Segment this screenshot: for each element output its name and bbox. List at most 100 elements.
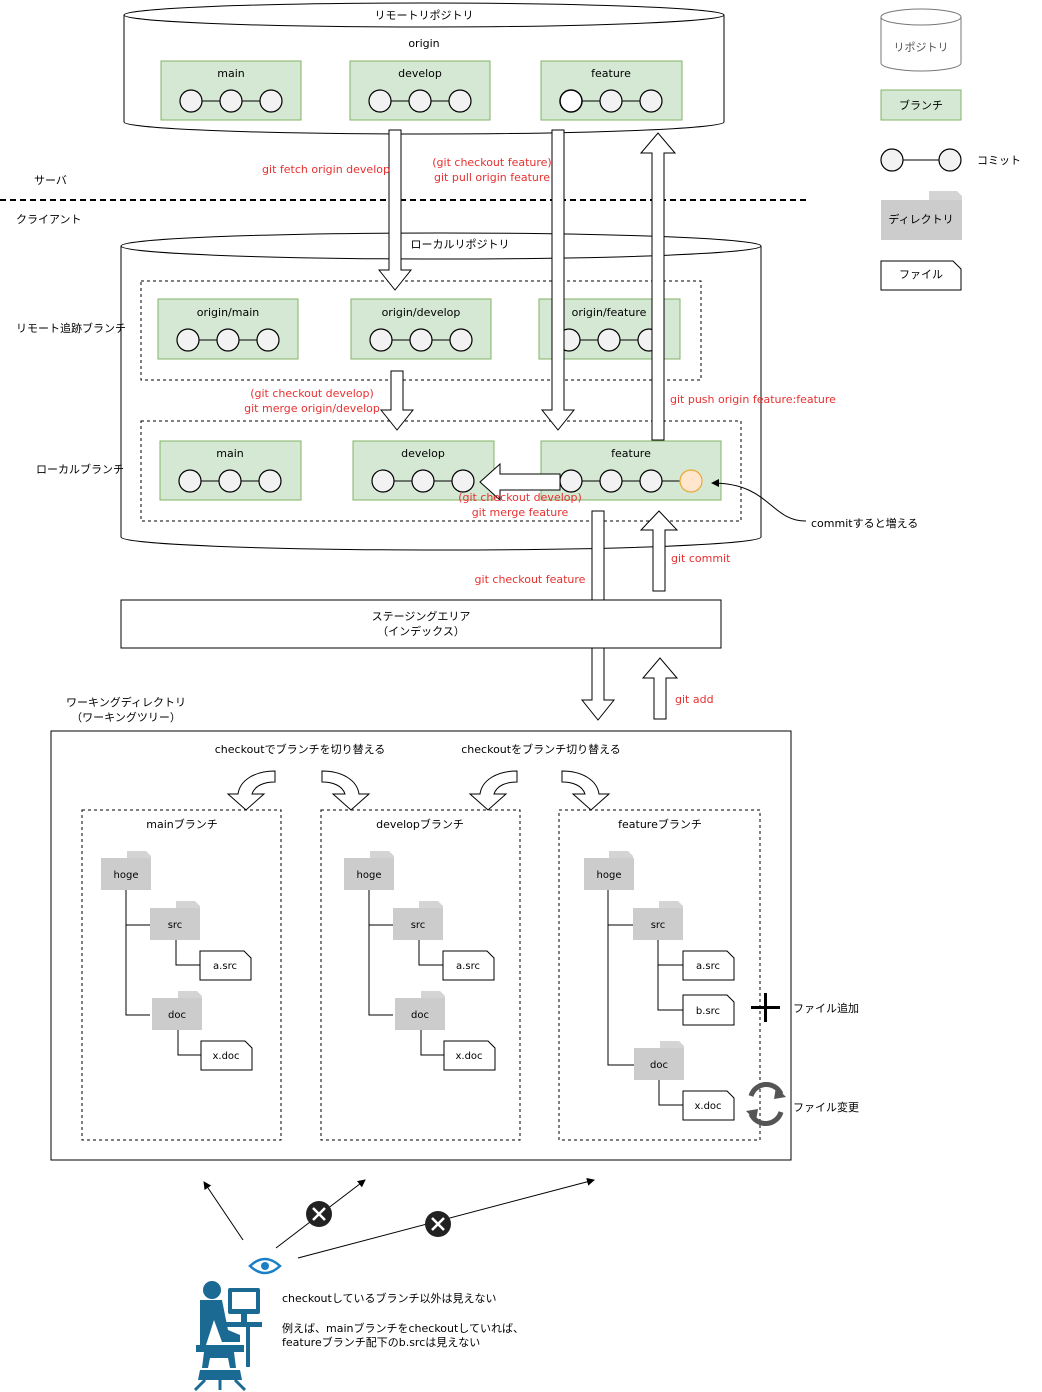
file-name: x.doc — [694, 1101, 721, 1112]
fetch-command: git fetch origin develop — [262, 163, 390, 176]
file-name: x.doc — [212, 1051, 239, 1062]
commit-node — [599, 469, 623, 493]
panel-develop: developブランチ hoge src a.src doc x.doc — [320, 809, 521, 1141]
file-name: a.src — [696, 961, 720, 972]
file-name: a.src — [213, 961, 237, 972]
panel-title: featureブランチ — [618, 817, 702, 831]
push-command: git push origin feature:feature — [670, 393, 836, 406]
folder-name: src — [168, 920, 183, 931]
file-icon — [682, 950, 735, 981]
staging-title: ステージングエリア — [372, 609, 471, 623]
commit-node — [256, 328, 280, 352]
switch-note-1: checkoutでブランチを切り替える — [215, 742, 386, 756]
legend-repository: リポジトリ — [880, 8, 962, 72]
file-name: x.doc — [455, 1051, 482, 1062]
add-command: git add — [675, 693, 714, 706]
folder-icon — [152, 998, 202, 1030]
commit-node — [178, 469, 202, 493]
client-label: クライアント — [16, 213, 82, 226]
legend-file: ファイル — [880, 260, 962, 291]
folder-name: doc — [411, 1010, 429, 1021]
legend-branch-label: ブランチ — [899, 98, 943, 112]
commit-note-connector — [711, 479, 807, 522]
merge-origin-develop-command: git merge origin/develop — [244, 402, 380, 415]
local-branch-develop: develop — [352, 440, 495, 501]
cross-icon — [425, 1211, 451, 1237]
commit-node — [451, 469, 475, 493]
file-icon — [442, 950, 495, 981]
file-icon — [443, 1040, 496, 1071]
commit-node — [639, 89, 663, 113]
staging-area — [120, 599, 722, 649]
switch-arrow-left-1 — [226, 770, 276, 811]
file-name: a.src — [456, 961, 480, 972]
file-icon — [880, 260, 962, 291]
commit-node — [408, 89, 432, 113]
commit-node — [639, 469, 663, 493]
branch-label: origin/develop — [382, 306, 461, 319]
commit-node — [369, 328, 393, 352]
commit-note: commitすると増える — [811, 517, 918, 530]
visible-arrow — [203, 1181, 244, 1241]
local-branch-feature: feature — [540, 440, 722, 501]
commit-node — [368, 89, 392, 113]
branch-label: origin/feature — [572, 306, 647, 319]
commit-node — [216, 328, 240, 352]
panel-title: mainブランチ — [146, 817, 217, 831]
commit-node — [448, 89, 472, 113]
server-label: サーバ — [34, 174, 67, 187]
folder-name: hoge — [357, 870, 382, 881]
user-at-computer-icon — [193, 1281, 262, 1392]
tracking-branches-container — [140, 280, 702, 381]
commit-node — [559, 469, 583, 493]
legend-directory: ディレクトリ — [881, 191, 962, 240]
file-icon — [682, 994, 735, 1026]
cross-icon — [306, 1201, 332, 1227]
staging-subtitle: （インデックス） — [377, 624, 465, 638]
commit-node — [219, 89, 243, 113]
folder-icon — [393, 908, 443, 940]
commit-node — [599, 89, 623, 113]
merge-origin-develop-arrow — [379, 370, 415, 431]
local-branches-container — [140, 420, 742, 522]
commit-arrow — [639, 510, 679, 592]
branch-label: develop — [401, 447, 445, 460]
visibility-note: checkoutしているブランチ以外は見えない — [282, 1291, 497, 1305]
switch-note-2: checkoutをブランチ切り替える — [461, 742, 621, 756]
legend-repo-label: リポジトリ — [894, 41, 949, 54]
file-name: b.src — [696, 1006, 720, 1017]
file-icon — [682, 1090, 735, 1121]
new-commit-node — [679, 469, 703, 493]
branch-label: feature — [611, 447, 651, 460]
file-changed-note: ファイル変更 — [793, 1100, 859, 1114]
switch-arrows — [226, 770, 611, 811]
folder-icon — [395, 998, 445, 1030]
switch-arrow-right-2 — [561, 770, 611, 811]
checkout-feature-command: git checkout feature — [475, 573, 586, 586]
folder-icon — [101, 858, 151, 890]
switch-arrow-left-2 — [468, 770, 518, 811]
working-directory — [50, 730, 792, 1161]
commit-node — [218, 469, 242, 493]
checkout-develop-command-2: (git checkout develop) — [458, 491, 582, 504]
tracking-branch-origin-develop: origin/develop — [350, 298, 492, 360]
commit-node — [597, 328, 621, 352]
commit-node — [559, 89, 583, 113]
pull-arrow — [540, 129, 576, 431]
legend-commit-label: コミット — [977, 154, 1021, 167]
commit-node — [371, 469, 395, 493]
refresh-icon — [746, 1082, 786, 1126]
working-dir-subtitle: （ワーキングツリー） — [71, 710, 181, 724]
plus-icon — [751, 993, 780, 1022]
tracking-branch-origin-main: origin/main — [157, 298, 299, 360]
example-note-1: 例えば、mainブランチをcheckoutしていれば、 — [282, 1321, 524, 1335]
eye-icon — [248, 1257, 282, 1275]
branch-label: feature — [591, 67, 631, 80]
legend-branch: ブランチ — [880, 89, 962, 121]
legend-directory-label: ディレクトリ — [888, 212, 953, 226]
folder-icon — [633, 908, 683, 940]
folder-name: doc — [650, 1060, 668, 1071]
folder-icon — [150, 908, 200, 940]
legend-file-label: ファイル — [899, 268, 943, 281]
